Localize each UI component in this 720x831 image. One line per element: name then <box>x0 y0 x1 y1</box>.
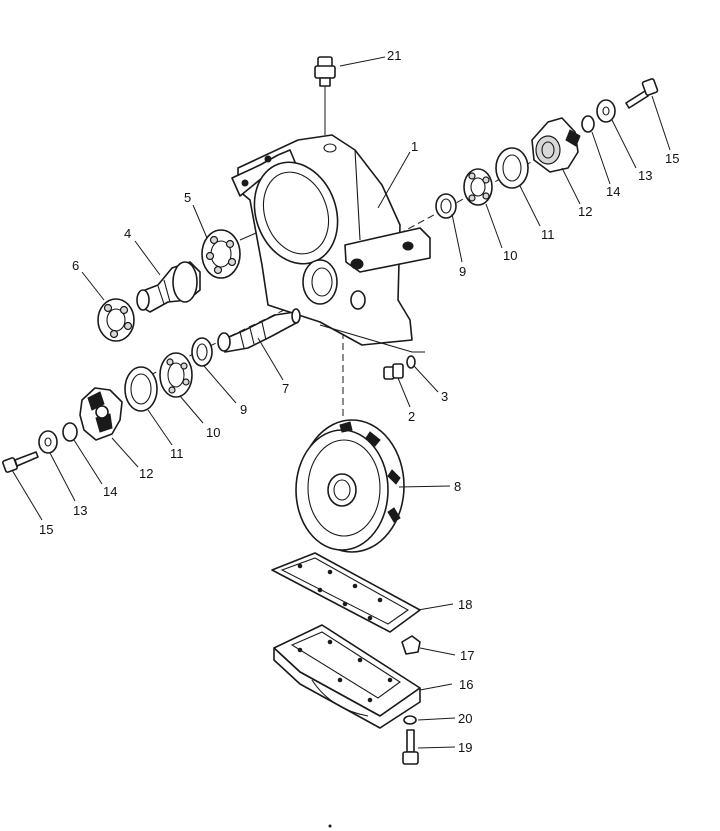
callout-19: 19 <box>458 740 472 755</box>
callout-10-left: 10 <box>206 425 220 440</box>
part-17-plug <box>401 635 421 655</box>
part-12-cover-left <box>79 387 123 441</box>
callout-14-right: 14 <box>606 184 620 199</box>
part-10-bearing-left <box>159 352 193 398</box>
part-15-bolt-left <box>2 451 39 473</box>
callout-15-right: 15 <box>665 151 679 166</box>
part-14-o-ring-right <box>581 115 595 133</box>
part-13-washer-left <box>38 430 58 454</box>
callout-11-left: 11 <box>170 446 184 461</box>
callout-21: 21 <box>387 48 401 63</box>
part-19-bolt <box>402 729 419 765</box>
callout-13-right: 13 <box>638 168 652 183</box>
part-7-splined-shaft <box>217 308 301 353</box>
callout-7: 7 <box>282 381 289 396</box>
part-16-bottom-cover <box>273 624 421 729</box>
callout-6: 6 <box>72 258 79 273</box>
part-4-pinion-shaft <box>136 261 201 313</box>
part-21-breather <box>314 56 336 135</box>
part-5-bearing <box>201 229 241 279</box>
callout-10-right: 10 <box>503 248 517 263</box>
callout-13-left: 13 <box>73 503 87 518</box>
callout-14-left: 14 <box>103 484 117 499</box>
part-6-bearing <box>97 298 135 342</box>
callout-15-left: 15 <box>39 522 53 537</box>
part-2-plug <box>383 363 404 380</box>
part-14-o-ring-left <box>62 422 78 442</box>
part-15-bolt-right <box>625 78 659 109</box>
part-9-oil-seal-right <box>435 193 457 219</box>
callout-18: 18 <box>458 597 472 612</box>
part-10-bearing-right <box>463 168 493 206</box>
part-11-bearing-cup-right <box>495 147 529 189</box>
part-20-washer <box>403 715 417 725</box>
part-3-o-ring <box>406 355 416 369</box>
part-18-gasket <box>271 552 421 633</box>
callout-12-right: 12 <box>578 204 592 219</box>
callout-labels: 21 1 5 4 6 7 9 10 11 12 14 13 15 2 3 8 1… <box>39 48 679 755</box>
callout-9-right: 9 <box>459 264 466 279</box>
leader-lines <box>11 56 671 749</box>
callout-17: 17 <box>460 648 474 663</box>
callout-12-left: 12 <box>139 466 153 481</box>
part-13-washer-right <box>596 99 616 123</box>
callout-11-right: 11 <box>541 227 555 242</box>
callout-16: 16 <box>459 677 473 692</box>
callout-5: 5 <box>184 190 191 205</box>
part-1-housing <box>231 134 431 353</box>
part-11-bearing-cup-left <box>124 366 158 412</box>
callout-4: 4 <box>124 226 131 241</box>
callout-1: 1 <box>411 139 418 154</box>
part-12-cover-right <box>531 117 581 173</box>
callout-2: 2 <box>408 409 415 424</box>
callout-8: 8 <box>454 479 461 494</box>
page-mark <box>328 824 332 828</box>
callout-9-left: 9 <box>240 402 247 417</box>
callout-20: 20 <box>458 711 472 726</box>
callout-3: 3 <box>441 389 448 404</box>
part-8-ring-gear <box>295 419 405 553</box>
part-9-oil-seal-left <box>191 337 213 367</box>
